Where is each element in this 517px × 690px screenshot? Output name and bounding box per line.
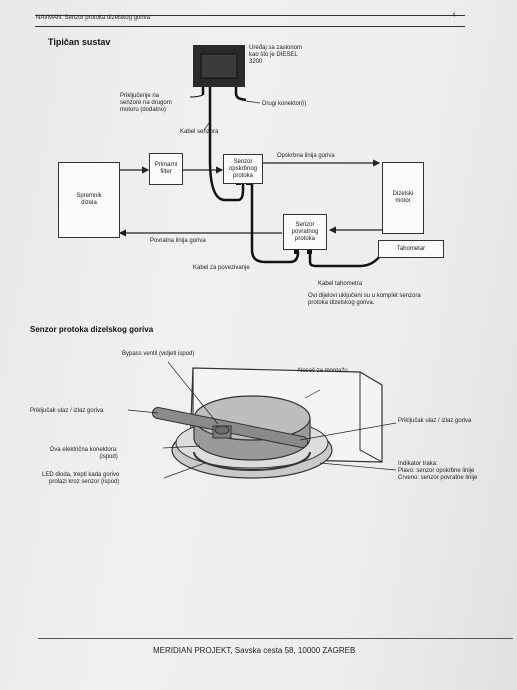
- other-engine-label: Priključenje na senzore na drugom motoru…: [120, 93, 172, 113]
- section-title-typical-system: Tipičan sustav: [48, 37, 111, 47]
- sensor-cable-label: Kabel senzora: [180, 129, 219, 135]
- other-connectors-label: Drugi konektor(i): [262, 101, 307, 107]
- primary-filter-box: Primarni filter: [149, 153, 183, 185]
- header-title: NAVMAN: Senzor protoka dizelskog goriva: [36, 15, 150, 21]
- tach-cable: [308, 252, 381, 268]
- indicator-stripe: [193, 451, 311, 471]
- diesel-tank-box: Spremnik dizela: [58, 162, 120, 238]
- port-left-label: Priključak ulaz / izlaz goriva: [30, 408, 104, 414]
- bypass-valve-label: Bypass ventil (vidjeti ispod): [122, 351, 195, 357]
- supply-sensor-box: Senzor opskrbnog protoka: [223, 154, 263, 184]
- indicator-stripe-label: Indikator traka: Plavo: senzor opskrbne …: [398, 461, 478, 481]
- footer-rule: [38, 638, 513, 639]
- led-label: LED dioda, trepti kada gorivo prolazi kr…: [42, 472, 120, 485]
- tachometer-box: Tahometar: [378, 240, 444, 258]
- port-right-label: Priključak ulaz / izlaz goriva: [398, 418, 472, 424]
- return-sensor-box: Senzor povratnog protoka: [283, 214, 327, 250]
- kit-note: Ovi dijelovi uključeni su u komplet senz…: [308, 293, 421, 306]
- link-cable: [250, 182, 300, 264]
- page-number: 4: [452, 13, 456, 19]
- footer-address: MERIDIAN PROJEKT, Savska cesta 58, 10000…: [153, 646, 356, 655]
- diesel-engine-box: Dizelski motor: [382, 162, 424, 234]
- display-unit-label: Uređaj sa zaslonom kao što je DIESEL 320…: [249, 45, 303, 65]
- bypass-valve: [214, 425, 230, 435]
- mounting-bracket-label: Nosač za montažu: [298, 368, 348, 374]
- link-cable-label: Kabel za povezivanje: [193, 265, 250, 271]
- return-line-label: Povratna linija goriva: [150, 238, 206, 244]
- section-title-flow-sensor: Senzor protoka dizelskog goriva: [30, 325, 154, 334]
- tach-cable-label: Kabel tahometra: [318, 281, 363, 287]
- supply-line-label: Opskrbna linija goriva: [277, 153, 335, 159]
- header-rule: [35, 15, 465, 27]
- connectors-label: Dva električna konektora: (ispod): [50, 447, 118, 460]
- sensor-cable: [208, 87, 245, 202]
